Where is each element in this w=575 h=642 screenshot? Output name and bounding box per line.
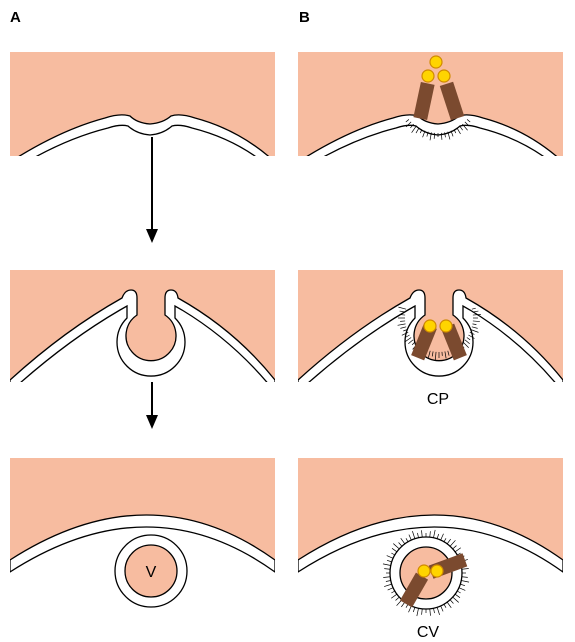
clathrin-bristle	[384, 569, 390, 570]
clathrin-bristle	[453, 546, 457, 549]
panel-b-header: B	[299, 9, 310, 26]
clathrin-bristle	[391, 594, 397, 598]
clathrin-bristle	[412, 126, 417, 133]
ligand	[418, 565, 430, 577]
clathrin-bristle	[409, 606, 412, 612]
clathrin-bristle	[412, 531, 414, 539]
clathrin-bristle	[430, 609, 431, 616]
clathrin-bristle	[388, 588, 393, 590]
panel-a-stage2	[10, 270, 275, 392]
clathrin-bristle	[430, 531, 431, 537]
clathrin-bristle	[409, 535, 411, 540]
coated-vesicle	[383, 530, 469, 616]
clathrin-bristle	[450, 540, 455, 546]
clathrin-bristle	[437, 607, 439, 615]
clathrin-bristle	[417, 608, 419, 616]
panel-b-stage2	[298, 270, 563, 392]
clathrin-bristle	[386, 580, 391, 581]
ligand	[438, 70, 450, 82]
clathrin-bristle	[447, 602, 451, 608]
clathrin-bristle	[422, 609, 423, 615]
clathrin-bristle	[396, 597, 400, 600]
clathrin-bristle	[413, 607, 415, 612]
ligand	[422, 70, 434, 82]
clathrin-bristle	[401, 538, 405, 544]
ligand	[431, 565, 443, 577]
clathrin-bristle	[399, 543, 402, 547]
ligand	[440, 320, 452, 332]
clathrin-bristle	[457, 128, 461, 134]
coated-vesicle-label: CV	[417, 624, 440, 641]
clathrin-bristle	[383, 577, 390, 578]
clathrin-bristle	[384, 584, 392, 586]
clathrin-bristle	[450, 600, 453, 604]
clathrin-bristle	[387, 560, 392, 562]
clathrin-bristle	[462, 569, 469, 570]
panel-a-stage1	[10, 52, 275, 172]
clathrin-bristle	[392, 548, 397, 552]
clathrin-bristle	[383, 564, 391, 566]
ligand	[430, 56, 442, 68]
clathrin-bristle	[441, 534, 444, 540]
clathrin-bristle	[422, 530, 423, 537]
clathrin-bristle	[416, 128, 419, 133]
vesicle: V	[115, 535, 187, 607]
coated-pit-label: CP	[427, 391, 449, 408]
clathrin-bristle	[460, 584, 465, 586]
clathrin-bristle	[472, 324, 476, 325]
down-arrow-icon	[146, 382, 158, 429]
clathrin-bristle	[387, 556, 393, 559]
clathrin-bristle	[461, 580, 469, 582]
clathrin-bristle	[455, 594, 460, 598]
clathrin-bristle	[393, 544, 399, 549]
clathrin-bristle	[460, 126, 463, 130]
clathrin-bristle	[417, 533, 418, 538]
down-arrow-icon	[146, 137, 158, 243]
clathrin-bristle	[453, 597, 459, 602]
clathrin-bristle	[459, 588, 465, 591]
vesicle-label: V	[146, 564, 157, 581]
clathrin-bristle	[433, 608, 434, 613]
clathrin-bristle	[455, 548, 461, 552]
clathrin-bristle	[447, 539, 451, 544]
clathrin-bristle	[473, 321, 480, 322]
clathrin-bristle	[472, 327, 478, 329]
clathrin-bristle	[398, 324, 406, 325]
panel-a-header: A	[10, 9, 21, 26]
clathrin-bristle	[433, 530, 435, 538]
clathrin-bristle	[400, 327, 406, 329]
ligand	[424, 320, 436, 332]
clathrin-bristle	[437, 534, 439, 539]
clathrin-bristle	[441, 606, 443, 611]
clathrin-bristle	[462, 577, 468, 578]
